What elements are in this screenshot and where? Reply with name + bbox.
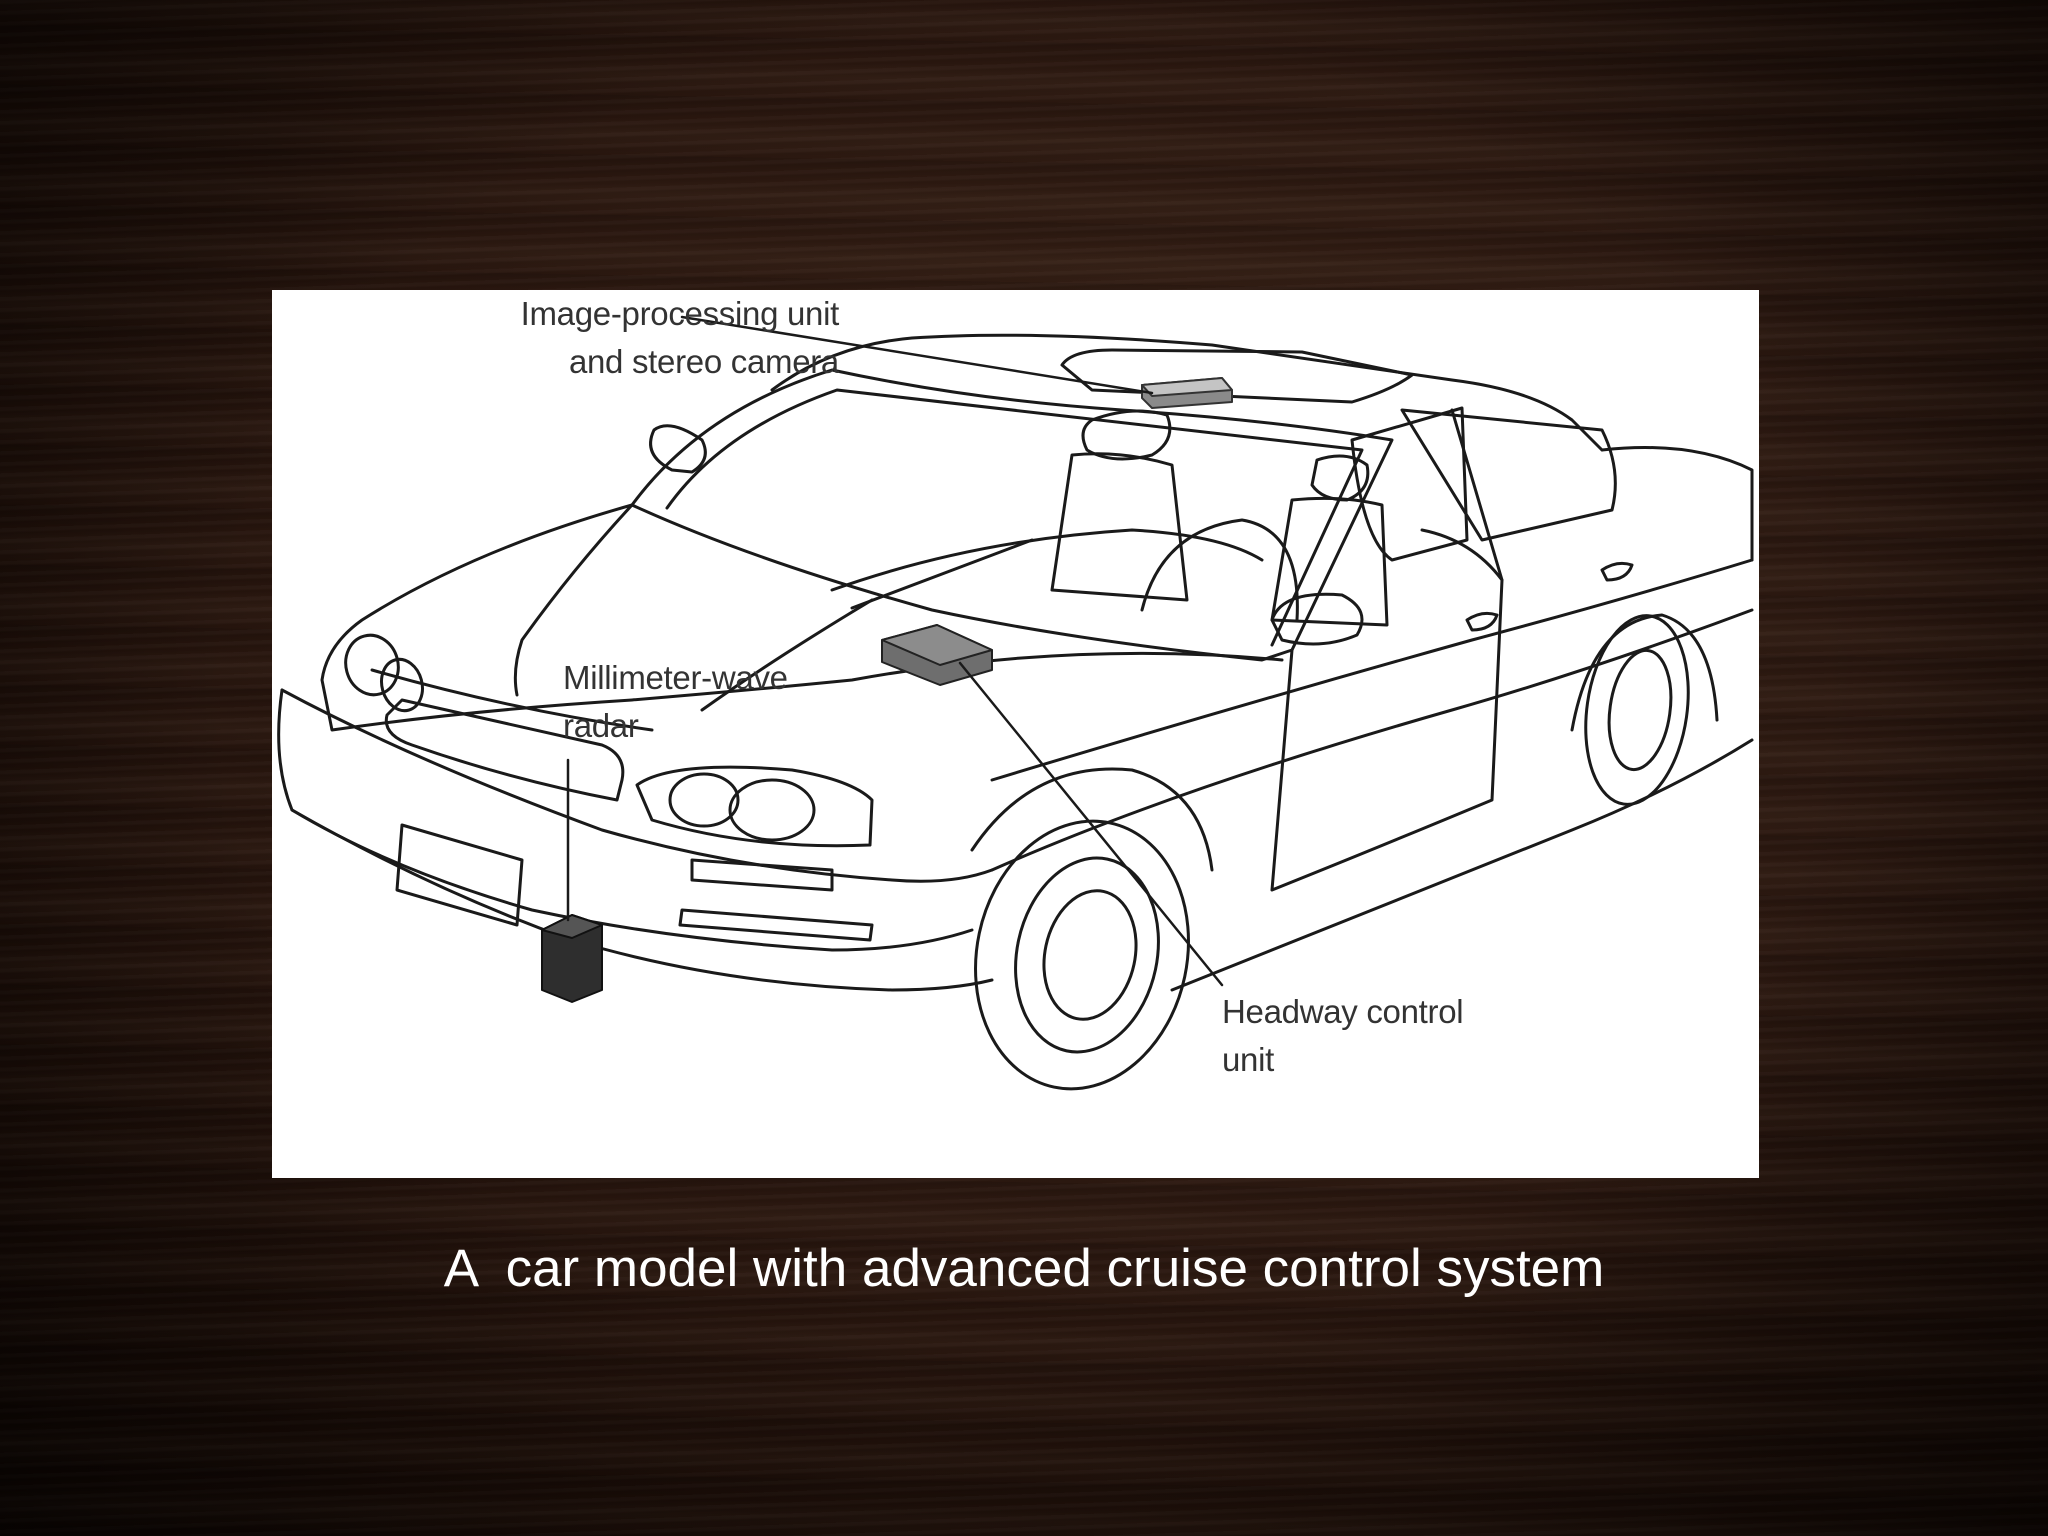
headlight-right-frame [635, 765, 874, 848]
label-camera-line1: Image-processing unit [520, 295, 840, 332]
headway-leader-line [958, 661, 1224, 987]
front-door-window [1350, 406, 1469, 562]
slide-caption: A car model with advanced cruise control… [443, 1239, 1605, 1298]
steering-wheel [1140, 518, 1299, 622]
radar-box-top [541, 914, 603, 939]
hood [320, 503, 1284, 732]
b-pillar [1450, 408, 1504, 582]
bumper-slot [678, 908, 874, 942]
camera-leader-line [680, 315, 1154, 395]
dashboard [830, 528, 1264, 592]
headlight-left-outer [344, 633, 400, 697]
label-headway-line1: Headway control [1222, 993, 1464, 1030]
headlight-right-outer [668, 772, 740, 828]
front-door [1270, 528, 1504, 892]
headlight-right-inner [728, 778, 816, 842]
windshield [630, 368, 1394, 662]
hood-center [700, 598, 874, 712]
car-roof-outline [770, 333, 1604, 452]
license-plate [395, 823, 524, 927]
hood-crease [513, 503, 634, 697]
grille-top [370, 668, 654, 732]
door-handle-front [1465, 611, 1499, 632]
seat-left [1050, 452, 1189, 602]
side-bottom-line [1170, 738, 1754, 992]
front-tire [974, 819, 1190, 1091]
side-mirror [1270, 592, 1364, 646]
mirror-left [649, 424, 707, 474]
headlight-left-inner [380, 657, 424, 713]
front-bumper [277, 688, 974, 952]
side-top-line [990, 608, 1754, 872]
label-radar-line1: Millimeter-wave [563, 659, 788, 696]
front-rim [1014, 856, 1160, 1054]
label-millimeter-wave-radar: Millimeter-wave radar [563, 654, 788, 750]
label-radar-line2: radar [563, 707, 639, 744]
dash-line [850, 538, 1034, 610]
headway-control-box-top [881, 624, 993, 666]
headrest-left [1081, 409, 1172, 461]
turn-signal [690, 858, 834, 892]
label-headway-control-unit: Headway control unit [1222, 988, 1464, 1084]
rear-rim [1607, 648, 1673, 772]
side-mid-line [990, 558, 1754, 782]
front-face [280, 688, 994, 883]
windshield-inner [665, 388, 1364, 647]
trunk [1600, 446, 1754, 562]
rear-wheel-arch [1570, 613, 1719, 732]
car-diagram: Image-processing unit and stereo camera … [272, 290, 1759, 1178]
headrest-right [1310, 454, 1370, 502]
front-wheel-arch [970, 767, 1214, 872]
front-hub [1042, 889, 1138, 1021]
front-lower [290, 808, 994, 992]
rear-door-window [1400, 408, 1617, 542]
label-camera-line2: and stereo camera [568, 343, 839, 380]
sunroof [1060, 348, 1414, 404]
door-handle-rear [1600, 561, 1634, 582]
grille [384, 698, 625, 802]
label-headway-line2: unit [1222, 1041, 1275, 1078]
label-image-processing-unit: Image-processing unit and stereo camera [519, 290, 840, 386]
seat-right [1270, 496, 1389, 627]
car-line-drawing [277, 315, 1754, 1091]
